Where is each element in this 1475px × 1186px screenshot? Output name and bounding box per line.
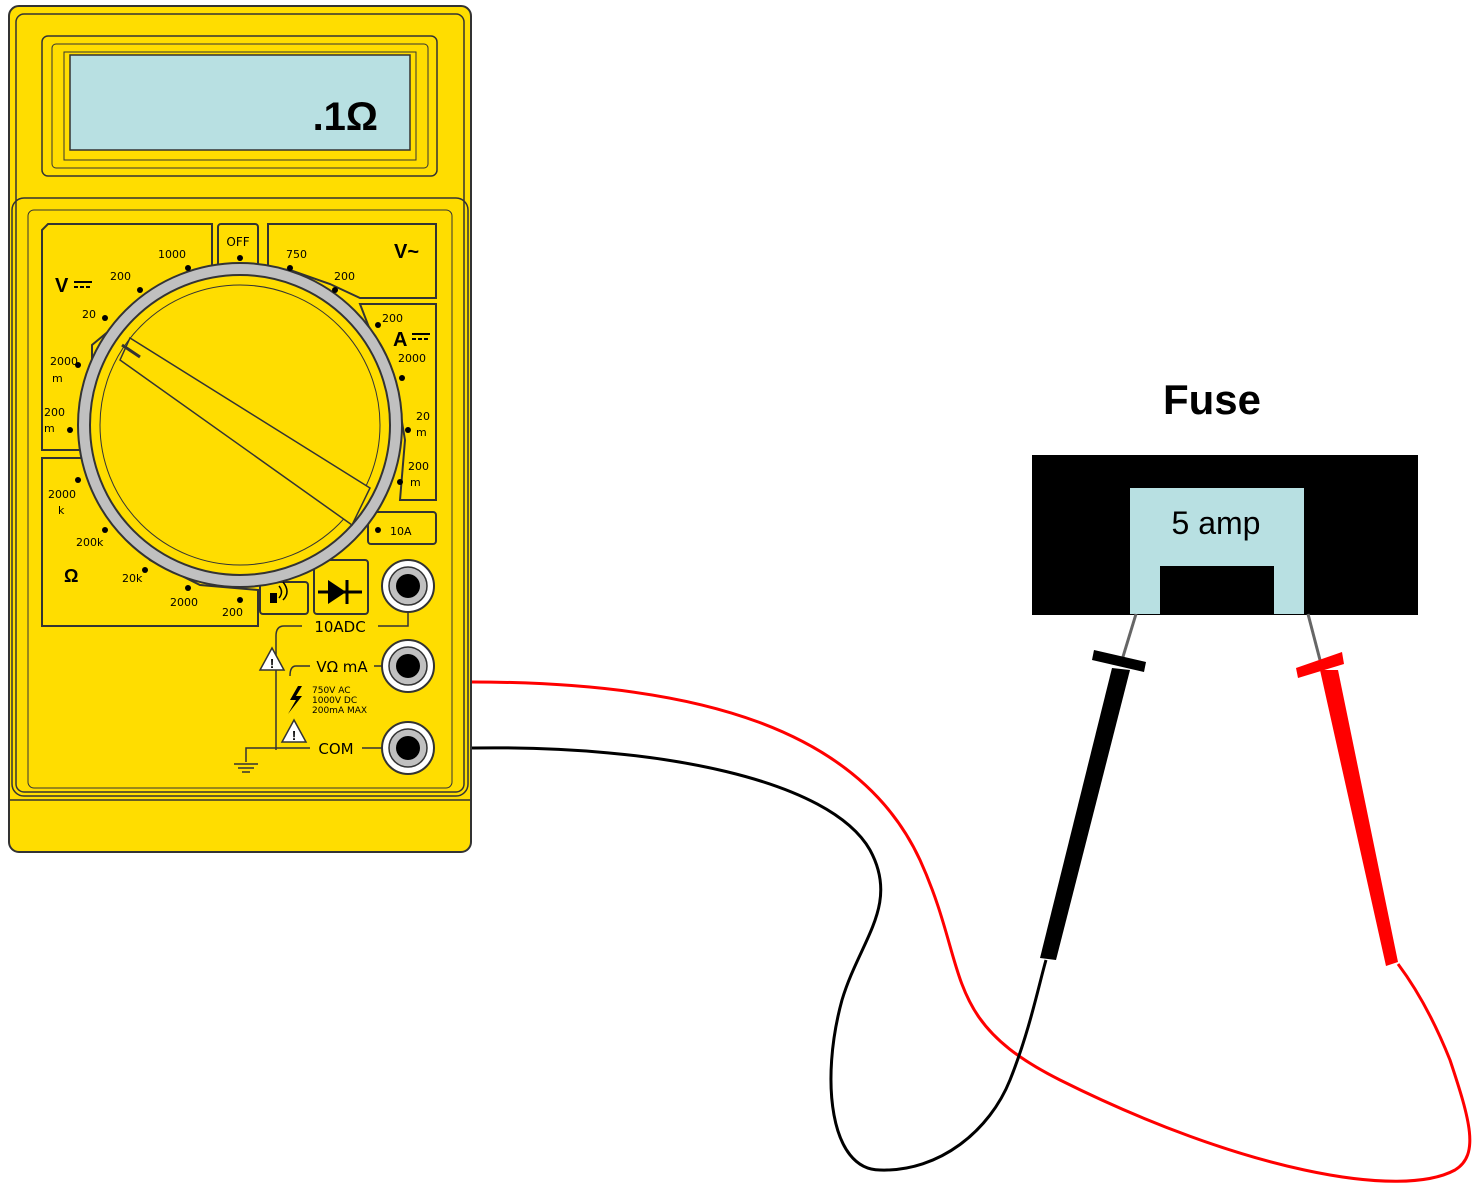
lightning-icon [288,686,302,714]
red-lead-wire [471,680,1472,1183]
ohm-range-2000k: 2000 [48,488,76,501]
fuse-rating: 5 amp [1172,505,1261,541]
svg-text:!: ! [292,728,296,743]
black-test-lead[interactable] [471,613,1146,1172]
fuse-title: Fuse [1163,376,1261,423]
dcv-range-1000: 1000 [158,248,186,261]
ohm-range-200k: 200k [76,536,104,549]
warning-icon: ! [280,718,308,743]
dca-range-20: 20 [416,410,430,423]
jack-10adc-label: 10ADC [314,618,365,636]
control-panel [11,197,469,797]
off-label: OFF [226,235,249,249]
dcv-range-box [41,223,213,451]
a10-label: 10A [390,525,412,538]
black-probe-body [1040,668,1130,960]
fuse-terminal-right [1274,566,1304,614]
fuse-element [1130,488,1304,566]
dial-pointer-notch [121,343,141,359]
diode-icon [318,580,362,604]
acv-range-750: 750 [286,248,307,261]
dcv-range-2000: 2000 [50,355,78,368]
jack-com-label: COM [318,740,353,758]
buzzer-box [259,581,309,615]
jack-v-ohm-ma[interactable] [381,639,435,693]
dial-pointer[interactable] [119,336,371,527]
dca-range-200m-unit: m [410,476,421,489]
dcv-range-200: 200 [110,270,131,283]
dial-inner-ring [99,284,381,566]
black-lead-wire [471,746,1048,1172]
rating-line-2: 1000V DC [312,696,357,706]
ground-icon [234,763,258,773]
ohm-range-2000k-unit: k [58,504,65,517]
display-bezel-inner [51,43,429,169]
fuse-component: Fuse 5 amp [1032,376,1418,615]
range-dots [67,255,411,603]
a10-box [367,511,437,545]
fuse-terminal-left [1130,566,1160,614]
dcv-range-200m-unit: m [44,422,55,435]
svg-text:!: ! [270,656,274,671]
dca-range-2000: 2000 [398,352,426,365]
control-panel-inner [27,209,453,789]
ohm-symbol: Ω [64,566,78,586]
dcv-symbol: V [55,275,69,297]
acv-symbol: V~ [394,241,419,263]
dca-range-200: 200 [382,312,403,325]
red-test-lead[interactable] [471,613,1472,1183]
dca-symbol: A [393,329,407,351]
acv-range-200: 200 [334,270,355,283]
ohm-range-2000: 2000 [170,596,198,609]
ohm-range-20k: 20k [122,572,143,585]
jack-wiring [245,612,409,762]
dcv-range-200m: 200 [44,406,65,419]
buzzer-icon [270,581,288,603]
dca-range-20-unit: m [416,426,427,439]
display-reading: .1Ω [313,95,378,139]
warning-icon: ! [258,646,286,671]
rating-line-3: 200mA MAX [312,706,367,716]
lcd-screen [69,54,411,151]
jack-10a[interactable] [381,559,435,613]
dcv-range-20: 20 [82,308,96,321]
diode-box [313,559,369,615]
ohm-range-200: 200 [222,606,243,619]
black-probe-guard [1092,650,1146,672]
dcv-range-2000-unit: m [52,372,63,385]
black-probe-tip [1120,613,1138,661]
rating-line-1: 750V AC [312,686,350,696]
red-probe-body [1320,670,1398,966]
red-probe-guard [1296,652,1344,678]
multimeter: .1Ω OFF V 1000 20 [8,5,472,853]
dca-range-200m: 200 [408,460,429,473]
meter-inner-frame [15,13,465,793]
jack-com[interactable] [381,721,435,775]
jack-vohm-label: VΩ mA [316,658,368,676]
red-probe-tip [1306,613,1322,661]
